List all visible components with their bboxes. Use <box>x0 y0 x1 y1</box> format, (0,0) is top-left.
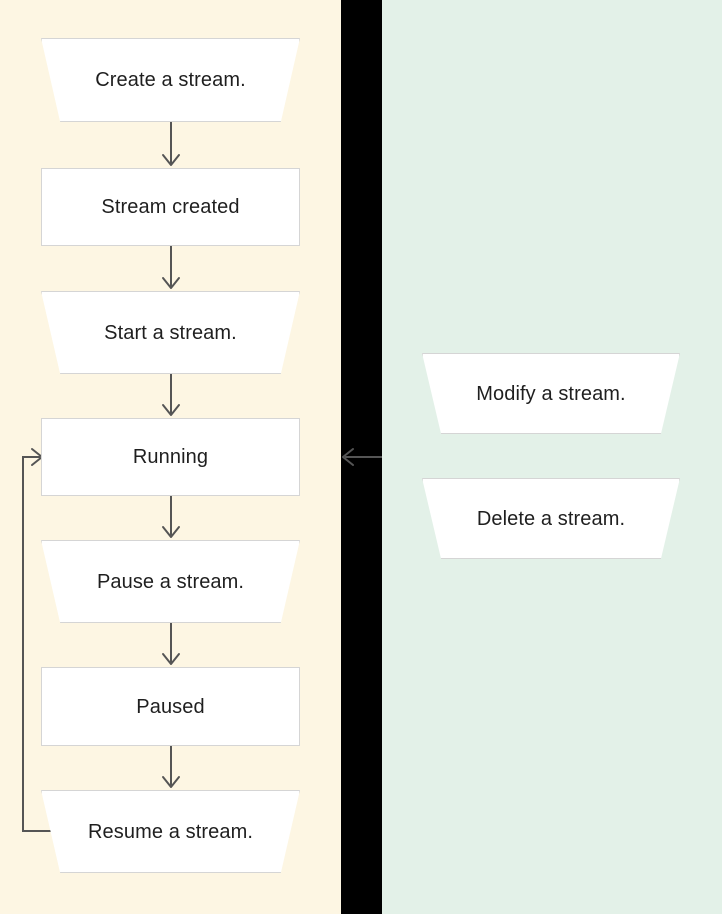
node-pause-a-stream[interactable]: Pause a stream. <box>41 540 300 623</box>
node-label: Stream created <box>101 196 240 218</box>
node-shape-trapezoid <box>422 353 680 434</box>
lane-operations-background <box>382 0 722 914</box>
node-label: Start a stream. <box>104 321 237 344</box>
node-label: Create a stream. <box>95 69 246 91</box>
node-start-a-stream[interactable]: Start a stream. <box>41 291 300 374</box>
node-delete-a-stream[interactable]: Delete a stream. <box>422 478 680 559</box>
node-label: Modify a stream. <box>476 382 626 405</box>
node-shape-trapezoid <box>41 38 300 122</box>
node-label: Resume a stream. <box>88 820 253 843</box>
node-paused[interactable]: Paused <box>41 667 300 746</box>
lane-divider-background <box>341 0 382 914</box>
node-label: Paused <box>136 695 205 718</box>
node-create-a-stream[interactable]: Create a stream. <box>41 38 300 122</box>
node-label: Delete a stream. <box>476 507 626 530</box>
node-stream-created[interactable]: Stream created <box>41 168 300 246</box>
node-running[interactable]: Running <box>41 418 300 496</box>
node-shape-trapezoid <box>41 790 300 873</box>
node-resume-a-stream[interactable]: Resume a stream. <box>41 790 300 873</box>
node-label: Running <box>132 446 209 468</box>
node-label: Pause a stream. <box>96 570 245 593</box>
node-modify-a-stream[interactable]: Modify a stream. <box>422 353 680 434</box>
node-shape-trapezoid <box>41 291 300 374</box>
node-shape-trapezoid <box>41 540 300 623</box>
